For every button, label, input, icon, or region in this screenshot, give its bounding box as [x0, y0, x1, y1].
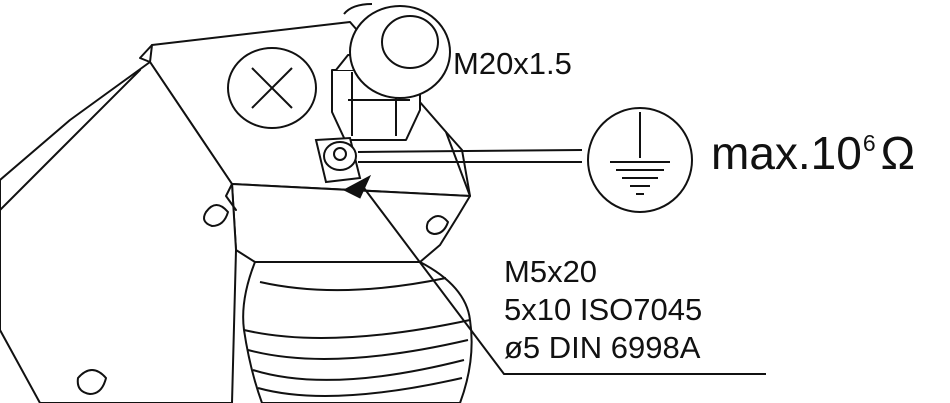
resistance-unit: Ω — [880, 127, 916, 179]
arrow-icon — [342, 174, 372, 199]
spec-line: ø5 DIN 6998A — [504, 330, 701, 365]
spec-line: M5x20 — [504, 254, 598, 289]
gland-thread-label: M20x1.5 — [453, 46, 572, 81]
resistance-exponent: 6 — [862, 129, 876, 156]
ground-wire-upper — [357, 149, 583, 153]
housing-front-face — [231, 183, 471, 263]
cable-gland — [331, 3, 451, 141]
spec-leader-line — [363, 187, 766, 375]
earth-screw — [314, 136, 362, 184]
screw-spec-list: M5x20 5x10 ISO7045 ø5 DIN 6998A — [504, 253, 702, 367]
sensor-barrel — [242, 261, 473, 403]
mounting-hole-bottom — [76, 369, 107, 395]
cover-screw — [227, 47, 317, 129]
mounting-hole-right — [425, 215, 449, 235]
resistance-prefix: max.10 — [711, 127, 862, 179]
spec-line: 5x10 ISO7045 — [504, 292, 703, 327]
mounting-hole-left — [203, 204, 229, 227]
ground-symbol-icon — [587, 107, 693, 213]
